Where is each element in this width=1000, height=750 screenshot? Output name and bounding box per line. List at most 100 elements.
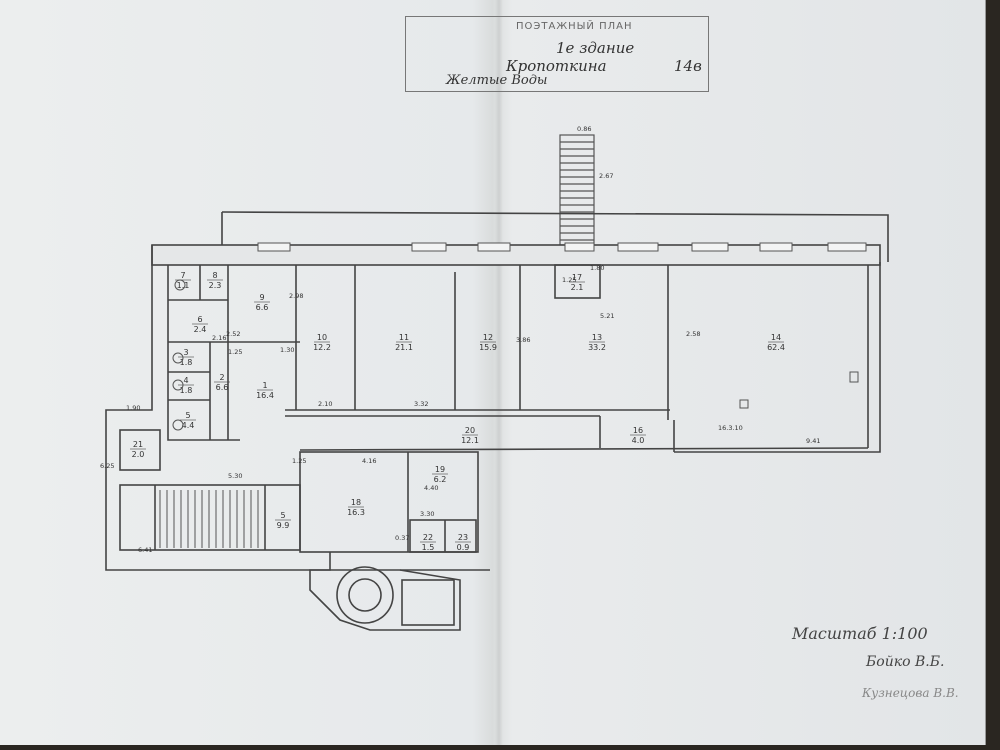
- dimension-label: 1.80: [590, 264, 604, 272]
- dimension-label: 1.25: [292, 457, 306, 465]
- room-number: 5: [185, 411, 190, 420]
- room-area: 6.6: [256, 303, 269, 312]
- dimension-label: 1.90: [126, 404, 140, 412]
- dimension-label: 4.40: [424, 484, 438, 492]
- room-number: 22: [423, 533, 433, 542]
- dimension-label: 2.58: [686, 330, 700, 338]
- room-number: 20: [465, 426, 475, 435]
- scale-label: Масштаб 1:100: [792, 624, 928, 643]
- room-area: 12.2: [313, 343, 331, 352]
- room-number: 6: [197, 315, 202, 324]
- dimension-label: 2.98: [289, 292, 303, 300]
- room-number: 16: [633, 426, 643, 435]
- room-area: 2.1: [571, 283, 584, 292]
- room-area: 2.0: [132, 450, 145, 459]
- dimension-label: 16.3.10: [718, 424, 743, 432]
- room-4: 41.8: [178, 376, 194, 395]
- room-21: 212.0: [130, 440, 146, 459]
- room-area: 6.2: [434, 475, 447, 484]
- room-number: 13: [592, 333, 602, 342]
- stamp-street: Кропоткина: [506, 57, 607, 75]
- dimension-label: 5.30: [228, 472, 242, 480]
- dimension-label: 6.25: [100, 462, 114, 470]
- room-number: 21: [133, 440, 143, 449]
- dimension-label: 2.16: [212, 334, 226, 342]
- room-16: 164.0: [630, 426, 646, 445]
- dimension-label: 0.37: [395, 534, 409, 542]
- room-23: 230.9: [455, 533, 471, 552]
- room-number: 4: [183, 376, 188, 385]
- room-area: 9.9: [277, 521, 290, 530]
- dimension-label: 0.86: [577, 125, 591, 133]
- sanitary-fixtures: [172, 279, 859, 431]
- room-number: 11: [399, 333, 409, 342]
- dimension-label: 4.16: [362, 457, 376, 465]
- room-number: 8: [212, 271, 217, 280]
- room-number: 12: [483, 333, 493, 342]
- stamp-city: Желтые Воды: [446, 73, 548, 88]
- signature-2: Кузнецова В.В.: [862, 686, 959, 700]
- room-number: 18: [351, 498, 361, 507]
- paper-sheet: [0, 0, 986, 745]
- room-3: 31.8: [178, 348, 194, 367]
- room-area: 4.0: [632, 436, 645, 445]
- dimension-label: 1.25: [562, 276, 576, 284]
- room-5b: 59.9: [275, 511, 291, 530]
- room-area: 2.4: [194, 325, 207, 334]
- room-number: 5: [280, 511, 285, 520]
- room-number: 17: [572, 273, 582, 282]
- dimension-label: 2.10: [318, 400, 332, 408]
- room-number: 10: [317, 333, 327, 342]
- signature-1: Бойко В.Б.: [866, 654, 945, 670]
- room-area: 16.4: [256, 391, 274, 400]
- outer-walls: [105, 211, 889, 631]
- room-number: 2: [219, 373, 224, 382]
- dimension-label: 5.21: [600, 312, 614, 320]
- room-6: 62.4: [192, 315, 208, 334]
- stamp-house-number: 14в: [674, 57, 702, 75]
- room-area: 33.2: [588, 343, 606, 352]
- dimension-label: 2.52: [226, 330, 240, 338]
- room-19: 196.2: [432, 465, 448, 484]
- stamp-floor: 1е здание: [556, 39, 635, 57]
- dimension-label: 2.67: [599, 172, 613, 180]
- dimension-label: 1.25: [228, 348, 242, 356]
- room-number: 7: [180, 271, 185, 280]
- room-2: 26.6: [214, 373, 230, 392]
- room-1: 116.4: [256, 381, 274, 400]
- dimension-label: 1.30: [280, 346, 294, 354]
- room-number: 14: [771, 333, 781, 342]
- room-area: 1.1: [177, 281, 190, 290]
- room-area: 0.9: [457, 543, 470, 552]
- room-7: 71.1: [175, 271, 191, 290]
- dimension-label: 3.32: [414, 400, 428, 408]
- dimension-label: 3.30: [420, 510, 434, 518]
- room-number: 3: [183, 348, 188, 357]
- room-area: 12.1: [461, 436, 479, 445]
- stair-left: [159, 490, 259, 548]
- room-number: 1: [262, 381, 267, 390]
- room-number: 9: [259, 293, 264, 302]
- room-area: 1.5: [422, 543, 435, 552]
- room-8: 82.3: [207, 271, 223, 290]
- title-stamp: ПОЭТАЖНЫЙ ПЛАН 1е здание Кропоткина 14в …: [405, 16, 709, 92]
- room-area: 62.4: [767, 343, 785, 352]
- dimension-label: 3.86: [516, 336, 530, 344]
- room-9: 96.6: [254, 293, 270, 312]
- dimension-label: 6.41: [138, 546, 152, 554]
- room-area: 1.8: [180, 386, 193, 395]
- room-22: 221.5: [420, 533, 436, 552]
- room-area: 21.1: [395, 343, 413, 352]
- room-number: 19: [435, 465, 445, 474]
- paper-fold: [495, 0, 503, 745]
- stair-shaft-top: [559, 134, 595, 246]
